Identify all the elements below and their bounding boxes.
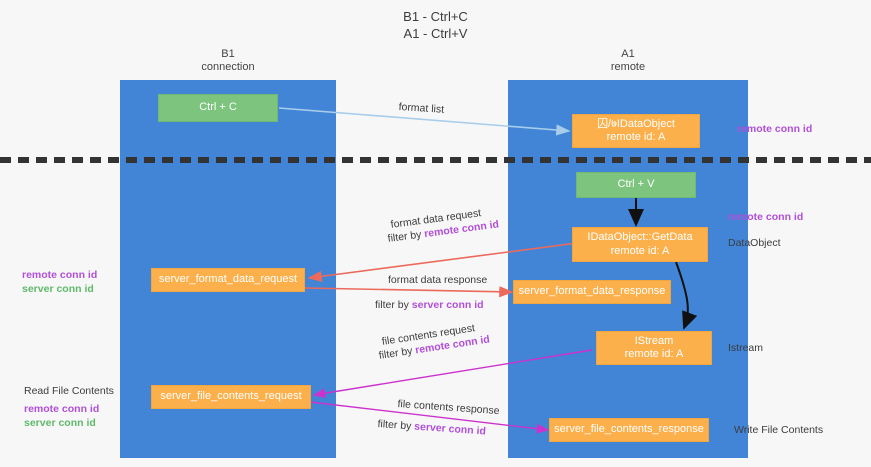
node-idataobject[interactable]: 囚/७IDataObject remote id: A — [572, 114, 700, 148]
arrow-getdata-to-istream — [675, 261, 698, 330]
label-format-data-response-filter-key: server conn id — [411, 299, 484, 311]
node-idataobject-title: 囚/७IDataObject — [597, 117, 675, 130]
lane-a1-name: A1 — [621, 48, 635, 60]
label-format-list: format list — [398, 101, 445, 116]
node-getdata-subtitle: remote id: A — [610, 244, 670, 257]
node-idataobject-subtitle: remote id: A — [606, 131, 666, 143]
node-ctrl-v[interactable]: Ctrl + V — [576, 172, 696, 198]
node-ctrl-c[interactable]: Ctrl + C — [158, 94, 278, 122]
annotation-read-file-contents: Read File Contents — [24, 385, 114, 397]
annotation-remote-conn-id-mid: remote conn id — [728, 211, 804, 223]
node-istream-subtitle: remote id: A — [624, 348, 684, 360]
node-ctrl-v-label: Ctrl + V — [617, 178, 655, 191]
node-server-file-contents-response-label: server_file_contents_response — [554, 423, 704, 436]
node-server-file-contents-response[interactable]: server_file_contents_response — [549, 418, 709, 442]
annotation-left-server-conn-id: server conn id — [22, 283, 94, 295]
node-server-format-data-response[interactable]: server_format_data_response — [513, 280, 671, 304]
node-getdata-title: IDataObject::GetData — [587, 231, 693, 243]
node-istream[interactable]: IStream remote id: A — [596, 331, 712, 365]
node-ctrl-c-label: Ctrl + C — [199, 101, 237, 114]
node-server-format-data-request[interactable]: server_format_data_request — [151, 268, 305, 292]
label-format-data-response-filter-prefix: filter by — [375, 299, 412, 311]
node-server-file-contents-request[interactable]: server_file_contents_request — [151, 385, 311, 409]
annotation-istream: Istream — [728, 342, 764, 354]
annotation-left-server-conn-id-2: server conn id — [24, 417, 96, 429]
annotation-write-file-contents: Write File Contents — [734, 424, 824, 436]
lane-header-b1: B1 connection — [120, 48, 336, 74]
annotation-dataobject: DataObject — [728, 237, 781, 249]
node-server-file-contents-request-label: server_file_contents_request — [160, 390, 302, 403]
diagram-title-line1: B1 - Ctrl+C — [403, 9, 468, 24]
arrow-file-contents-request — [312, 349, 593, 399]
annotation-left-remote-conn-id: remote conn id — [22, 269, 98, 281]
lane-a1-role: remote — [610, 61, 646, 73]
arrow-format-list — [278, 107, 571, 136]
arrow-format-data-request — [307, 242, 578, 282]
label-format-data-response-filter: filter by server conn id — [375, 299, 484, 312]
node-istream-title: IStream — [634, 334, 674, 347]
node-server-format-data-request-label: server_format_data_request — [158, 273, 298, 286]
lane-b1-name: B1 — [221, 48, 235, 60]
annotation-remote-conn-id-top: remote conn id — [737, 123, 813, 135]
diagram-title: B1 - Ctrl+C A1 - Ctrl+V — [0, 8, 871, 42]
node-server-format-data-response-label: server_format_data_response — [518, 285, 666, 298]
lane-b1-role: connection — [201, 61, 255, 73]
node-getdata[interactable]: IDataObject::GetData remote id: A — [572, 227, 708, 262]
label-file-contents-response-filter-prefix: filter by — [377, 418, 415, 433]
label-format-data-response: format data response — [388, 274, 488, 286]
diagram-title-line2: A1 - Ctrl+V — [403, 26, 468, 41]
lane-header-a1: A1 remote — [508, 48, 748, 74]
annotation-left-remote-conn-id-2: remote conn id — [24, 403, 100, 415]
arrow-file-contents-response — [309, 401, 550, 434]
arrow-format-data-response — [304, 286, 514, 298]
